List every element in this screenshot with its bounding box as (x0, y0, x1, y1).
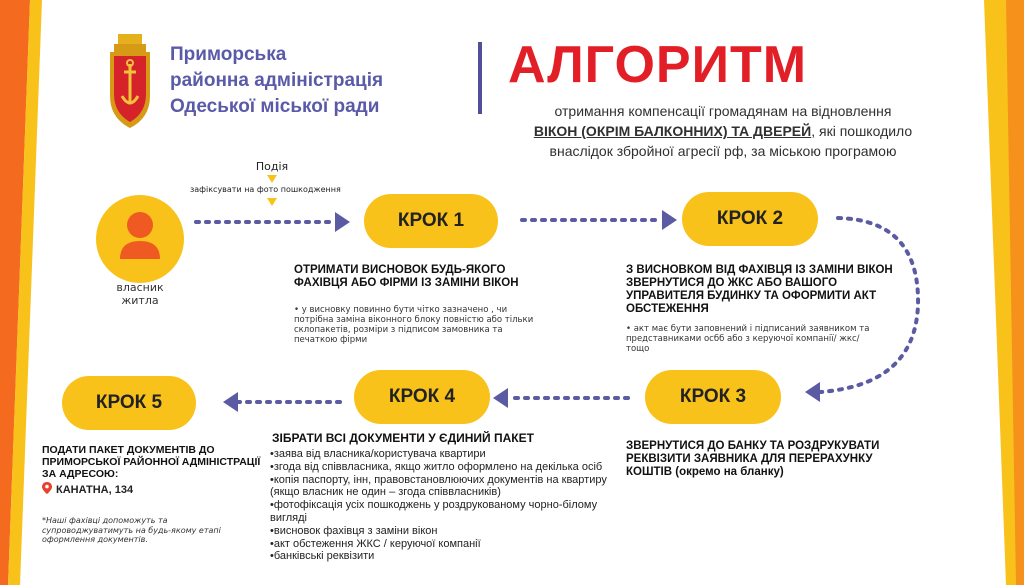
list-item: •копія паспорту, інн, правовстановлюючих… (270, 473, 607, 499)
step-5-address: КАНАТНА, 134 (42, 482, 133, 496)
subtitle-part-1: отримання компенсації громадянам на відн… (554, 103, 892, 119)
header-divider (478, 42, 482, 114)
step-3-heading-main: ЗВЕРНУТИСЯ ДО БАНКУ ТА РОЗДРУКУВАТИ РЕКВ… (626, 440, 880, 478)
subtitle-part-2: , які пошкодило внаслідок збройної агрес… (549, 123, 913, 159)
event-marker-icon (267, 198, 277, 206)
step-1-note: • у висновку повинно бути чітко зазначен… (294, 305, 534, 345)
event-marker-icon (267, 175, 277, 183)
page-title: АЛГОРИТМ (508, 36, 808, 94)
location-pin-icon (42, 482, 52, 494)
org-line-3: Одеської міської ради (170, 96, 380, 117)
step-2-heading: З ВИСНОВКОМ ВІД ФАХІВЦЯ ІЗ ЗАМІНИ ВІКОН … (626, 264, 893, 315)
step-2-note: • акт має бути заповнений і підписаний з… (626, 324, 870, 354)
step-5-badge: КРОК 5 (62, 376, 196, 430)
step-3-heading-tail: (окремо на бланку) (672, 466, 784, 478)
event-note: зафіксувати на фото пошкодження (190, 185, 341, 194)
list-item: •акт обстеження ЖКС / керуючої компанії (270, 537, 481, 550)
address-text: КАНАТНА, 134 (56, 484, 134, 496)
yellow-stripe-right (984, 0, 1024, 585)
arrow-step3-to-step4 (493, 388, 630, 408)
event-label: Подія (255, 160, 289, 173)
list-item: •банківські реквізити (270, 550, 375, 563)
org-line-1: Приморська (170, 44, 287, 65)
person-icon (96, 195, 184, 283)
arrow-step2-to-step3 (805, 216, 921, 402)
odesa-coat-of-arms-icon (110, 34, 150, 128)
support-footnote: *Наші фахівці допоможуть та супроводжува… (42, 516, 221, 544)
arrow-owner-to-step1 (194, 212, 350, 232)
subtitle-emphasis: ВІКОН (ОКРІМ БАЛКОННИХ) ТА ДВЕРЕЙ (533, 123, 812, 139)
step-3-badge: КРОК 3 (645, 370, 781, 424)
step-3-heading: ЗВЕРНУТИСЯ ДО БАНКУ ТА РОЗДРУКУВАТИ РЕКВ… (626, 440, 891, 479)
owner-label: власник житла (116, 281, 164, 307)
page-subtitle: отримання компенсації громадянам на відн… (508, 101, 938, 161)
list-item: •висновок фахівця з заміни вікон (270, 524, 438, 537)
list-item: •згода від співвласника, якщо житло офор… (270, 460, 603, 473)
step-2-badge: КРОК 2 (682, 192, 818, 246)
orange-stripe-left (0, 0, 42, 585)
step-5-heading: ПОДАТИ ПАКЕТ ДОКУМЕНТІВ ДО ПРИМОРСЬКОЇ Р… (42, 444, 261, 480)
org-line-2: районна адміністрація (170, 70, 384, 91)
organization-header: Приморська районна адміністрація Одесько… (106, 34, 383, 130)
arrow-step1-to-step2 (520, 210, 677, 230)
step-4-document-list: •заява від власника/користувача квартири… (270, 448, 620, 563)
list-item: •фотофіксація усіх пошкоджень у роздруко… (270, 499, 598, 524)
organization-name: Приморська районна адміністрація Одесько… (170, 42, 383, 120)
list-item: •заява від власника/користувача квартири (270, 448, 486, 460)
step-4-badge: КРОК 4 (354, 370, 490, 424)
step-4-heading: ЗІБРАТИ ВСІ ДОКУМЕНТИ У ЄДИНИЙ ПАКЕТ (272, 431, 534, 445)
arrow-step4-to-step5 (223, 392, 342, 412)
step-1-badge: КРОК 1 (364, 194, 498, 248)
step-1-heading: ОТРИМАТИ ВИСНОВОК БУДЬ-ЯКОГО ФАХІВЦЯ АБО… (294, 264, 519, 289)
